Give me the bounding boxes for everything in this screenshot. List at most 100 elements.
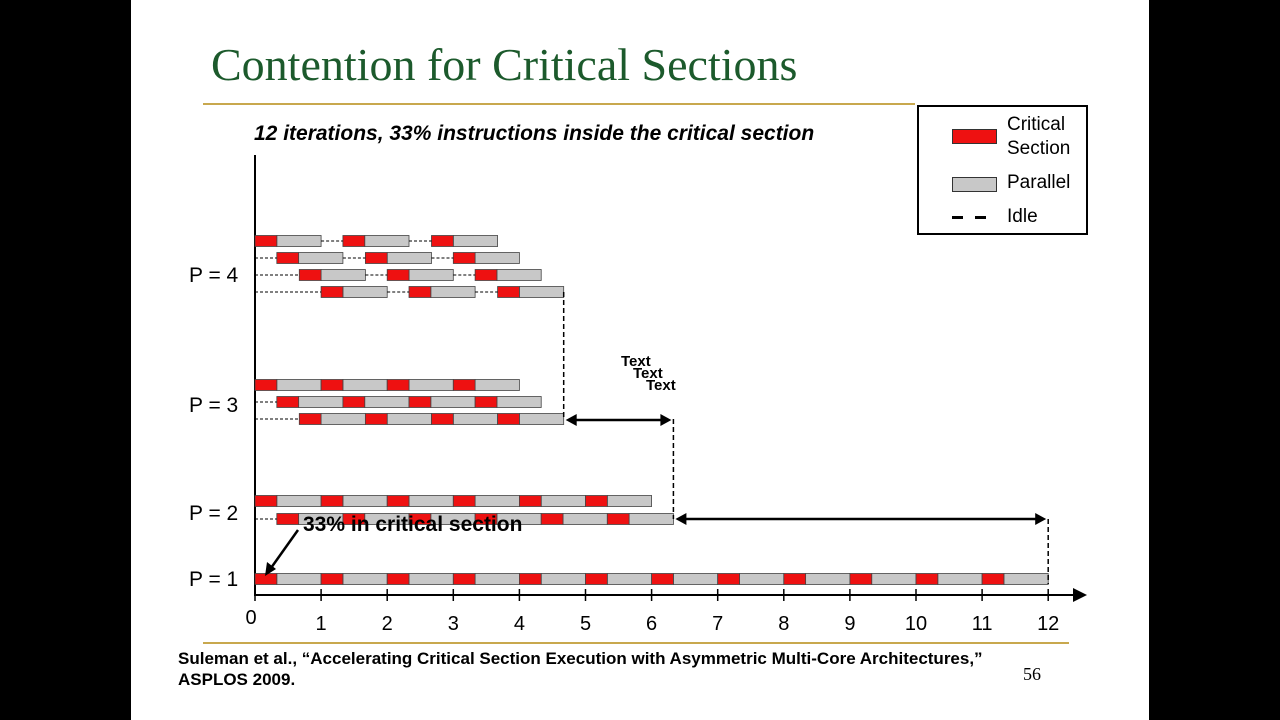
- parallel-block: [364, 396, 410, 408]
- critical-section-block: [386, 379, 410, 391]
- parallel-block: [408, 379, 454, 391]
- critical-section-block: [364, 252, 388, 264]
- parallel-block: [540, 573, 586, 585]
- parallel-block: [805, 573, 851, 585]
- processor-label-4: P = 1: [189, 568, 238, 591]
- annotation-text-2: Text: [633, 365, 663, 382]
- critical-section-block: [298, 269, 322, 281]
- critical-section-block: [342, 235, 366, 247]
- critical-section-block: [540, 513, 564, 525]
- critical-section-block: [254, 235, 278, 247]
- critical-section-block: [276, 252, 300, 264]
- parallel-block: [386, 413, 432, 425]
- speedup-arrowhead-left: [565, 414, 577, 426]
- critical-section-block: [452, 495, 476, 507]
- processor-labels: P = 4P = 3P = 2P = 1: [189, 264, 239, 591]
- critical-section-block: [431, 413, 454, 425]
- parallel-block: [342, 495, 388, 507]
- x-tick-label-9: 9: [844, 613, 855, 635]
- critical-section-block: [717, 573, 740, 585]
- critical-section-block: [606, 513, 630, 525]
- critical-section-block: [386, 573, 410, 585]
- critical-section-block: [320, 495, 344, 507]
- critical-section-block: [915, 573, 939, 585]
- citation: Suleman et al., “Accelerating Critical S…: [178, 648, 983, 690]
- critical-section-block: [651, 573, 674, 585]
- critical-section-block: [364, 413, 388, 425]
- parallel-block: [276, 235, 322, 247]
- critical-section-block: [408, 286, 432, 298]
- critical-section-block: [452, 379, 476, 391]
- parallel-block: [871, 573, 917, 585]
- x-tick-label-7: 7: [712, 613, 723, 635]
- idle-lines: [255, 240, 498, 520]
- parallel-block: [276, 379, 322, 391]
- parallel-block: [496, 396, 542, 408]
- parallel-block: [937, 573, 983, 585]
- parallel-block: [408, 495, 454, 507]
- critical-section-block: [497, 286, 520, 298]
- parallel-block: [739, 573, 785, 585]
- critical-section-block: [320, 286, 344, 298]
- critical-section-block: [452, 252, 476, 264]
- critical-section-block: [342, 513, 366, 525]
- parallel-block: [540, 495, 586, 507]
- critical-section-block: [408, 513, 432, 525]
- parallel-block: [430, 286, 476, 298]
- cs-pointer-arrow: [269, 529, 300, 569]
- critical-section-block: [254, 379, 278, 391]
- parallel-block: [518, 413, 565, 425]
- parallel-block: [452, 413, 498, 425]
- critical-section-block: [783, 573, 807, 585]
- x-tick-label-2: 2: [382, 613, 393, 635]
- x-tick-label-8: 8: [778, 613, 789, 635]
- parallel-block: [342, 573, 388, 585]
- critical-section-annotation: 33% in critical section: [303, 513, 522, 536]
- idle-dash-2: [975, 216, 986, 219]
- x-tick-label-12: 12: [1037, 613, 1059, 635]
- citation-line-2: ASPLOS 2009.: [178, 670, 296, 689]
- title-rule: [203, 103, 915, 105]
- critical-section-block: [320, 379, 344, 391]
- diagram-subtitle: 12 iterations, 33% instructions inside t…: [254, 122, 815, 145]
- speedup-arrows: [565, 414, 1047, 525]
- critical-section-block: [518, 573, 542, 585]
- critical-section-block: [849, 573, 873, 585]
- x-tick-label-4: 4: [514, 613, 525, 635]
- parallel-block: [606, 495, 652, 507]
- cs-pointer-arrowhead: [265, 562, 276, 576]
- parallel-block: [320, 413, 366, 425]
- x-tick-label-6: 6: [646, 613, 657, 635]
- parallel-swatch: [952, 177, 997, 192]
- parallel-block: [430, 396, 476, 408]
- critical-section-block: [585, 495, 608, 507]
- critical-section-block: [452, 573, 476, 585]
- idle-label: Idle: [1007, 206, 1038, 227]
- parallel-block: [474, 252, 520, 264]
- critical-section-block: [298, 413, 322, 425]
- x-tick-label-11: 11: [972, 613, 993, 635]
- annotation-text-3: Text: [646, 377, 676, 394]
- parallel-block: [386, 252, 432, 264]
- critical-label-line1: Critical: [1007, 114, 1066, 135]
- parallel-block: [452, 235, 498, 247]
- parallel-block: [562, 513, 608, 525]
- parallel-block: [1003, 573, 1049, 585]
- parallel-block: [298, 396, 344, 408]
- slide: Contention for Critical Sections 12 iter…: [131, 0, 1149, 720]
- parallel-label: Parallel: [1007, 172, 1071, 193]
- slide-title: Contention for Critical Sections: [211, 39, 798, 90]
- parallel-block: [276, 495, 322, 507]
- parallel-block: [606, 573, 652, 585]
- x-tick-label-0: 0: [245, 607, 256, 629]
- critical-section-block: [408, 396, 432, 408]
- x-tick-label-1: 1: [316, 613, 327, 635]
- x-tick-label-5: 5: [580, 613, 591, 635]
- x-axis-arrowhead: [1073, 588, 1087, 602]
- critical-section-block: [474, 269, 498, 281]
- critical-section-block: [585, 573, 608, 585]
- critical-section-block: [431, 235, 454, 247]
- thread-bars: [254, 235, 1049, 585]
